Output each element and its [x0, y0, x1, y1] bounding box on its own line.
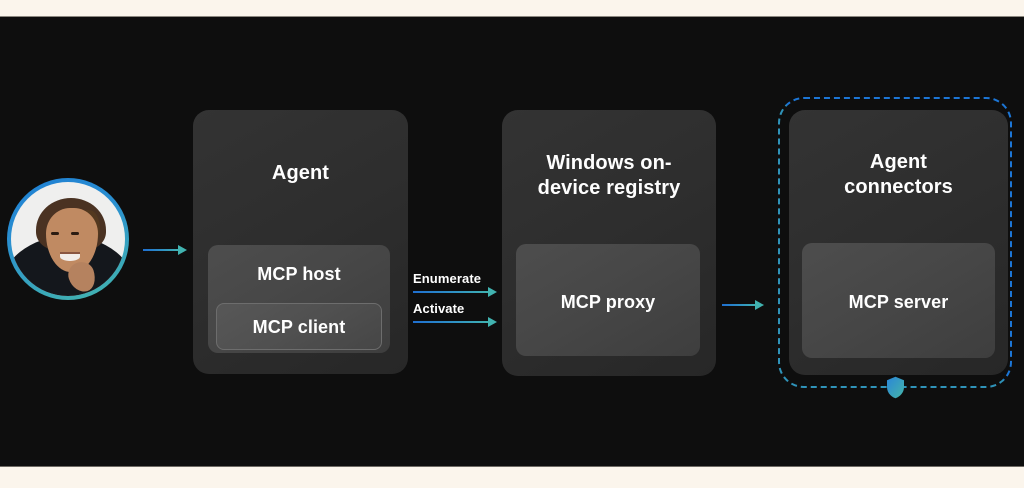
- arrow-head: [755, 300, 764, 310]
- node-registry[interactable]: Windows on- device registry MCP proxy: [502, 110, 716, 376]
- mcp-proxy-box[interactable]: MCP proxy: [516, 244, 700, 356]
- node-connectors[interactable]: Agent connectors MCP server: [789, 110, 1008, 375]
- arrow-head: [488, 287, 497, 297]
- flow-label-enumerate: Enumerate: [413, 271, 482, 286]
- arrow-enumerate: [413, 286, 497, 298]
- node-agent-title: Agent: [271, 162, 330, 184]
- avatar-photo: [11, 182, 125, 296]
- mcp-host-label: MCP host: [257, 264, 341, 284]
- arrow-head: [488, 317, 497, 327]
- avatar-eye-right: [71, 232, 79, 235]
- avatar-eye-left: [51, 232, 59, 235]
- mcp-client-label: MCP client: [252, 317, 346, 337]
- arrow-shaft: [722, 304, 756, 306]
- mcp-server-box[interactable]: MCP server: [802, 243, 995, 358]
- avatar: [7, 178, 129, 300]
- mcp-server-label: MCP server: [848, 292, 949, 312]
- node-registry-title-line1: Windows on-: [546, 152, 672, 174]
- node-agent[interactable]: Agent MCP host MCP client: [193, 110, 408, 374]
- flow-label-activate: Activate: [413, 301, 465, 316]
- arrow-shaft: [413, 321, 489, 323]
- node-registry-title-line2: device registry: [537, 177, 681, 199]
- arrow-head: [178, 245, 187, 255]
- node-connectors-title-line1: Agent: [869, 151, 928, 173]
- mcp-proxy-label: MCP proxy: [560, 292, 656, 312]
- bottom-band: [0, 466, 1024, 488]
- avatar-smile: [60, 252, 80, 261]
- node-connectors-title-line2: connectors: [844, 176, 953, 198]
- avatar-face: [46, 208, 98, 272]
- mcp-host-box[interactable]: MCP host MCP client: [208, 245, 390, 353]
- arrow-proxy-to-connectors: [722, 299, 764, 311]
- shield-icon: [886, 376, 905, 399]
- arrow-shaft: [413, 291, 489, 293]
- arrow-user-to-agent: [143, 244, 187, 256]
- arrow-activate: [413, 316, 497, 328]
- top-band: [0, 0, 1024, 17]
- arrow-shaft: [143, 249, 179, 251]
- mcp-client-box[interactable]: MCP client: [216, 303, 382, 350]
